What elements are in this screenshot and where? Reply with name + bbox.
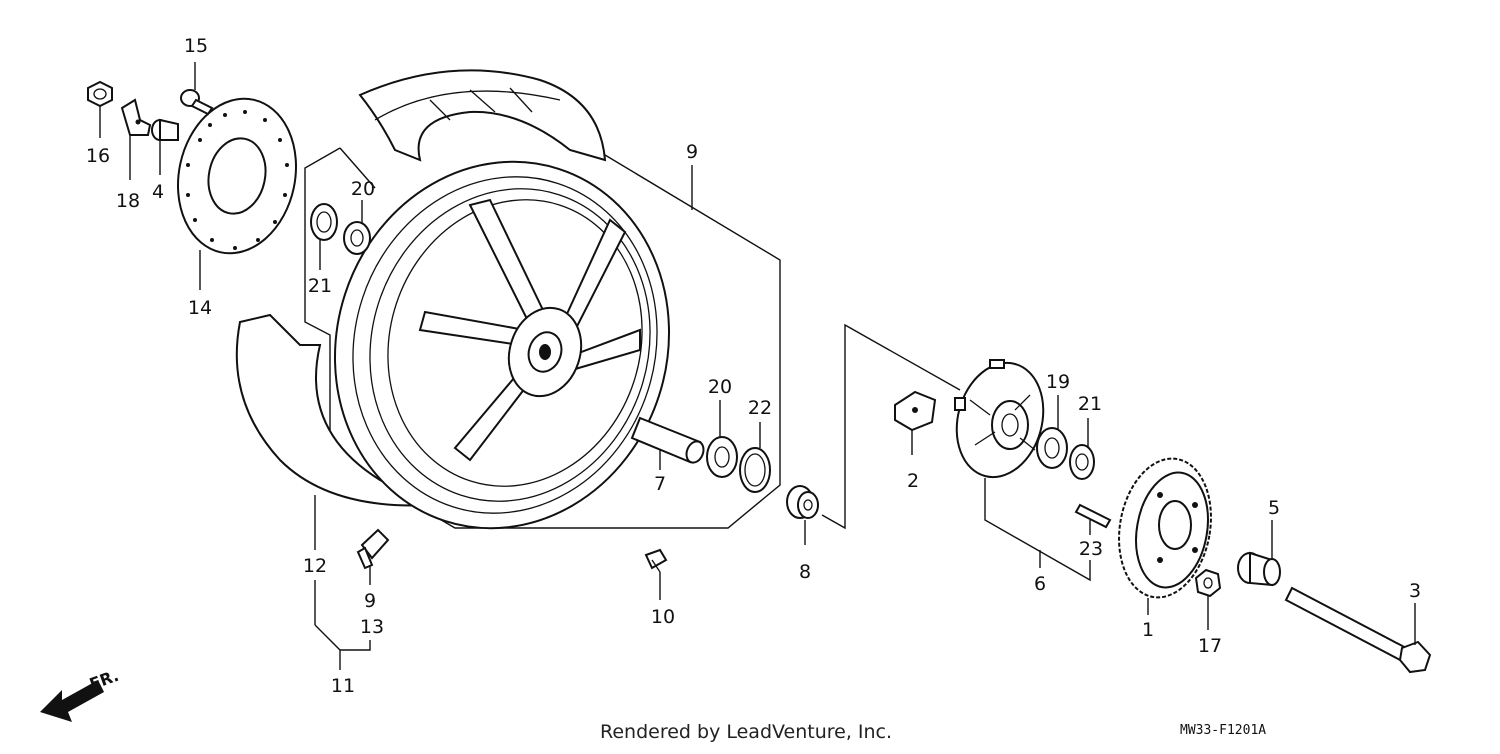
distance-collar-7 (630, 416, 705, 464)
bearing-20-center (706, 436, 738, 478)
callout-19: 19 (1046, 371, 1070, 393)
bearing-21-left (310, 203, 338, 241)
callout-21-left: 21 (308, 275, 332, 297)
callout-17: 17 (1198, 635, 1222, 657)
collar-4 (151, 118, 179, 141)
group-line (339, 147, 376, 189)
callout-13: 13 (360, 616, 384, 638)
tire-tread (374, 90, 561, 121)
callout-2: 2 (907, 470, 919, 492)
damper-2 (894, 390, 937, 432)
nut-17 (1194, 568, 1222, 598)
tire (358, 69, 607, 162)
bearing-21-right (1069, 444, 1095, 480)
callout-22: 22 (748, 397, 772, 419)
collar-5 (1237, 551, 1281, 587)
callout-18: 18 (116, 190, 140, 212)
direction-label: FR. (87, 666, 121, 694)
callout-12: 12 (303, 555, 327, 577)
driven-sprocket (1118, 457, 1212, 599)
footer-credit: Rendered by LeadVenture, Inc. (600, 721, 892, 743)
callout-23: 23 (1079, 538, 1103, 560)
callout-15: 15 (184, 35, 208, 57)
oil-seal-22 (739, 447, 771, 493)
callout-16: 16 (86, 145, 110, 167)
callout-20-center: 20 (708, 376, 732, 398)
callout-11: 11 (331, 675, 355, 697)
callout-21-right: 21 (1078, 393, 1102, 415)
callout-3: 3 (1409, 580, 1421, 602)
front-direction-arrow-icon (40, 680, 104, 722)
brake-disc (176, 97, 298, 255)
rear-axle (1284, 586, 1432, 674)
callout-4: 4 (152, 181, 164, 203)
callout-5: 5 (1268, 497, 1280, 519)
bearing-20-left (343, 221, 371, 255)
bolt-15 (180, 89, 214, 116)
stud-23 (1074, 503, 1112, 529)
callout-9-wheel: 9 (686, 141, 698, 163)
collar-8 (786, 485, 819, 519)
callout-6: 6 (1034, 573, 1046, 595)
callout-20-left: 20 (351, 178, 375, 200)
callout-9-valve: 9 (364, 590, 376, 612)
bearing-19 (1036, 427, 1068, 469)
leader-11-13 (314, 624, 371, 651)
wheel-rim (333, 160, 671, 530)
group-line-flange (821, 323, 961, 530)
clip-10 (644, 548, 668, 573)
tire-tread-marks (429, 87, 533, 121)
diagram-code: MW33-F1201A (1180, 723, 1266, 738)
callout-7: 7 (654, 473, 666, 495)
callout-14: 14 (188, 297, 212, 319)
driven-flange (954, 359, 1045, 479)
plate-18 (120, 98, 152, 136)
callout-8: 8 (799, 561, 811, 583)
group-line-6 (984, 478, 1091, 582)
valve-stem (356, 528, 390, 570)
callout-10: 10 (651, 606, 675, 628)
callout-1: 1 (1142, 619, 1154, 641)
nut-16 (87, 80, 113, 108)
